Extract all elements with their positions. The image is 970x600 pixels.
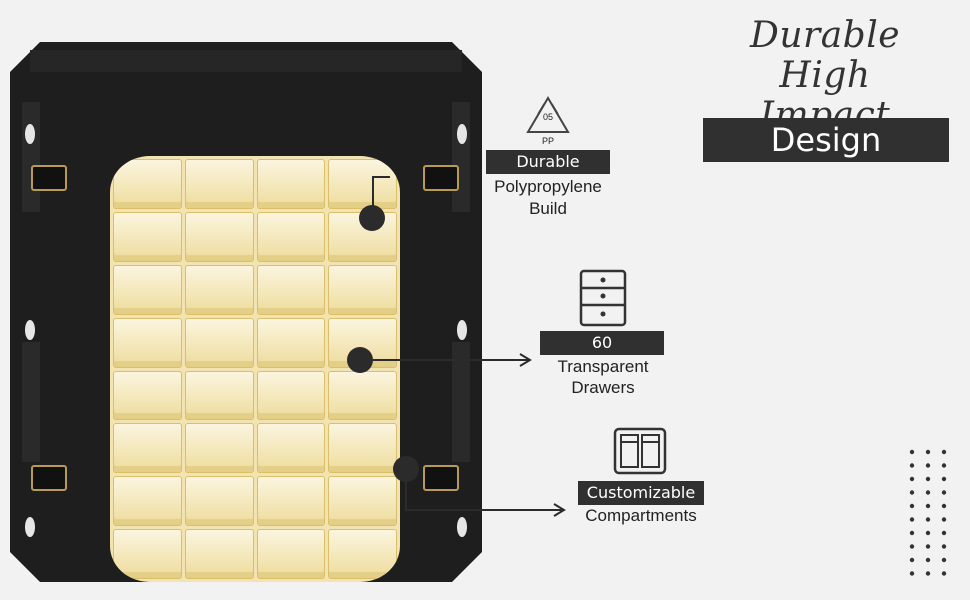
decor-dot bbox=[941, 530, 947, 536]
decor-dot bbox=[941, 463, 947, 468]
arrow-right-icon bbox=[519, 353, 532, 367]
drawer-tile bbox=[184, 211, 254, 262]
decor-dot bbox=[925, 544, 931, 549]
decor-dot bbox=[909, 490, 915, 495]
storage-cabinet-image bbox=[10, 42, 482, 582]
decor-dot bbox=[941, 544, 947, 549]
drawer-tile bbox=[256, 211, 326, 262]
drawer-tile bbox=[328, 476, 397, 527]
decor-dot bbox=[941, 476, 947, 482]
decor-dot bbox=[941, 490, 947, 495]
drawers-count: 60 bbox=[540, 331, 664, 355]
drawer-tile bbox=[328, 423, 397, 474]
drawer-tile bbox=[184, 159, 254, 209]
dot-grid-decoration bbox=[909, 449, 947, 576]
callout-line-compartments-v bbox=[405, 468, 407, 510]
drawer-tile bbox=[328, 370, 397, 421]
drawers-line1: Transparent bbox=[557, 357, 649, 376]
compartments-line1: Compartments bbox=[585, 506, 697, 525]
drawer-tile bbox=[113, 159, 182, 209]
headline-line1: Durable High bbox=[749, 15, 901, 96]
drawer-tile bbox=[113, 529, 182, 579]
decor-dot bbox=[909, 449, 915, 455]
drawer-tile bbox=[113, 423, 182, 474]
decor-dot bbox=[925, 517, 931, 522]
drawer-tile bbox=[328, 529, 397, 579]
drawer-tile bbox=[113, 317, 182, 368]
compartments-label: Customizable bbox=[578, 481, 704, 505]
decor-dot bbox=[925, 476, 931, 482]
drawer-grid bbox=[110, 156, 400, 582]
drawer-tile bbox=[256, 317, 326, 368]
drawer-tile bbox=[184, 317, 254, 368]
decor-dot bbox=[925, 503, 931, 509]
drawer-tile bbox=[184, 423, 254, 474]
callout-dot-material bbox=[359, 205, 385, 231]
drawer-cabinet-icon bbox=[579, 269, 627, 327]
decor-dot bbox=[941, 517, 947, 522]
material-line2: Build bbox=[529, 199, 567, 218]
callout-line-material-h bbox=[372, 176, 390, 178]
drawer-tile bbox=[256, 159, 326, 209]
callout-line-material bbox=[372, 176, 374, 206]
recycle-sub: PP bbox=[541, 136, 554, 146]
callout-line-compartments-h bbox=[405, 509, 563, 511]
drawer-tile bbox=[256, 370, 326, 421]
decor-dot bbox=[941, 449, 947, 455]
decor-dot bbox=[909, 571, 915, 576]
drawer-tile bbox=[256, 264, 326, 315]
decor-dot bbox=[909, 557, 915, 563]
drawer-tile bbox=[184, 529, 254, 579]
decor-dot bbox=[909, 544, 915, 549]
decor-dot bbox=[925, 557, 931, 563]
callout-line-drawers bbox=[373, 359, 529, 361]
arrow-right-icon bbox=[553, 503, 566, 517]
decor-dot bbox=[925, 571, 931, 576]
decor-dot bbox=[909, 530, 915, 536]
design-banner: Design bbox=[703, 118, 949, 162]
drawer-tile bbox=[184, 370, 254, 421]
material-label: Durable bbox=[486, 150, 610, 174]
callout-dot-drawers bbox=[347, 347, 373, 373]
recycle-code: 05 bbox=[542, 112, 553, 122]
drawers-line2: Drawers bbox=[571, 378, 635, 397]
drawer-tile bbox=[113, 264, 182, 315]
drawer-tile bbox=[256, 423, 326, 474]
drawer-tile bbox=[328, 159, 397, 209]
decor-dot bbox=[941, 557, 947, 563]
drawer-tile bbox=[184, 476, 254, 527]
recycle-pp-icon bbox=[526, 96, 570, 133]
decor-dot bbox=[909, 503, 915, 509]
drawer-tile bbox=[113, 370, 182, 421]
drawer-tile bbox=[113, 211, 182, 262]
decor-dot bbox=[909, 463, 915, 468]
drawer-tile bbox=[256, 529, 326, 579]
compartment-icon bbox=[613, 427, 667, 475]
drawer-tile bbox=[328, 264, 397, 315]
decor-dot bbox=[925, 530, 931, 536]
decor-dot bbox=[941, 503, 947, 509]
decor-dot bbox=[941, 571, 947, 576]
decor-dot bbox=[909, 517, 915, 522]
decor-dot bbox=[909, 476, 915, 482]
drawer-tile bbox=[113, 476, 182, 527]
drawer-tile bbox=[256, 476, 326, 527]
drawer-tile bbox=[184, 264, 254, 315]
material-line1: Polypropylene bbox=[494, 177, 602, 196]
decor-dot bbox=[925, 463, 931, 468]
decor-dot bbox=[925, 449, 931, 455]
decor-dot bbox=[925, 490, 931, 495]
headline: Durable High Impact bbox=[700, 16, 950, 136]
